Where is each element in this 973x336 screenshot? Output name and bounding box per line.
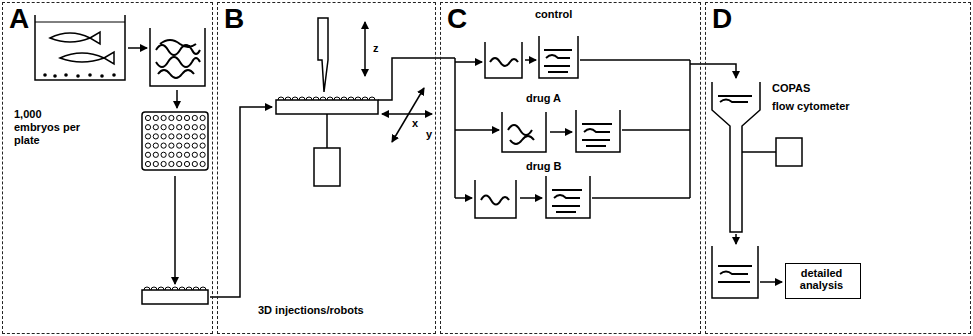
annotation-label: drug B — [526, 160, 561, 173]
panel-letter: B — [224, 5, 244, 33]
annotation-label: 3D injections/robots — [258, 304, 364, 317]
panel-frame: B — [217, 2, 436, 334]
box-label: detailed analysis — [791, 267, 853, 292]
panel-frame: C — [440, 2, 701, 334]
annotation-label: z — [373, 42, 379, 55]
annotation-label: y — [426, 128, 432, 141]
annotation-label: 1,000 embryos per plate — [14, 108, 84, 148]
annotation-label: x — [412, 117, 418, 130]
panel-letter: D — [712, 5, 732, 33]
annotation-label: control — [535, 8, 572, 21]
panel-b-drawing — [276, 18, 499, 198]
panel-frame: A — [2, 2, 213, 334]
panel-c-drawing — [475, 36, 736, 218]
annotation-label: flow cytometer — [772, 100, 850, 113]
result-box: detailed analysis — [785, 263, 861, 299]
panel-letter: A — [9, 5, 29, 33]
annotation-label: drug A — [526, 92, 561, 105]
panel-letter: C — [447, 5, 467, 33]
panel-frame: Ddetailed analysis — [705, 2, 971, 334]
panel-a-drawing — [35, 15, 272, 304]
annotation-label: COPAS — [772, 82, 810, 95]
